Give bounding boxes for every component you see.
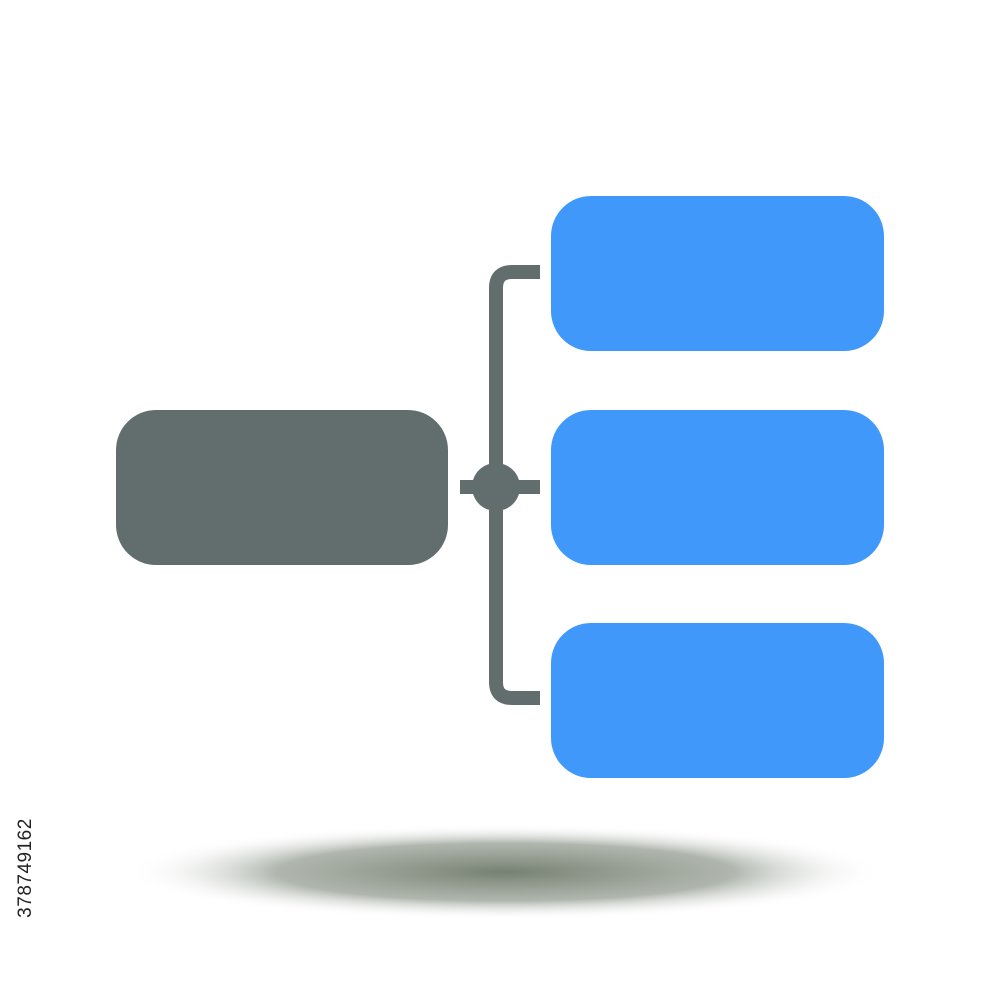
- ground-shadow: [125, 824, 885, 920]
- child-node-top: [551, 196, 884, 351]
- child-node-bottom: [551, 623, 884, 778]
- stock-id-label: 378749162: [15, 818, 36, 918]
- connector-top-arm: [489, 265, 540, 488]
- root-node: [116, 410, 448, 565]
- child-node-middle: [551, 410, 884, 565]
- connector-bottom-arm: [489, 488, 540, 705]
- connector-junction: [472, 463, 520, 511]
